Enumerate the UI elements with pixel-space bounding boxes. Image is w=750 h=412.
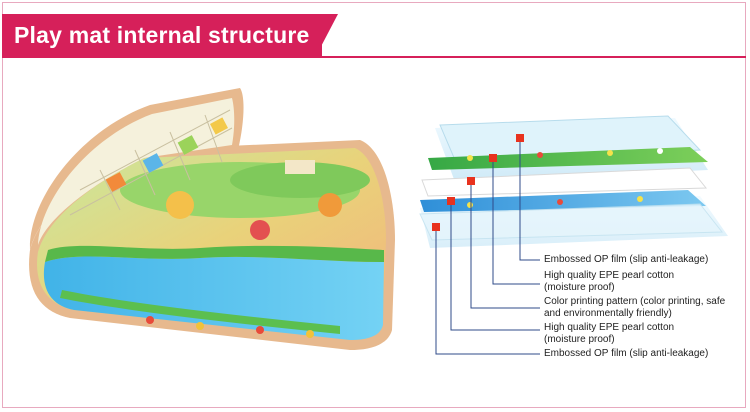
page-frame xyxy=(2,2,746,408)
layer-label-4: High quality EPE pearl cotton (moisture … xyxy=(544,322,674,346)
play-mat-image xyxy=(29,88,396,350)
layer-label-2-line1: High quality EPE pearl cotton xyxy=(544,270,675,281)
layer-label-4-line2: (moisture proof) xyxy=(544,334,615,345)
layer-label-4-line1: High quality EPE pearl cotton xyxy=(544,322,675,333)
leader-line-1 xyxy=(519,139,540,261)
layer-label-1: Embossed OP film (slip anti-leakage) xyxy=(544,254,708,266)
header-banner-notch xyxy=(316,14,338,56)
layer-markers xyxy=(432,134,524,231)
layer-label-2: High quality EPE pearl cotton (moisture … xyxy=(544,270,674,294)
page-title: Play mat internal structure xyxy=(14,22,310,48)
layer-label-3-line2: and environmentally friendly) xyxy=(544,308,672,319)
layer-marker-2 xyxy=(489,154,497,162)
leader-line-4 xyxy=(450,201,540,331)
leader-line-2 xyxy=(492,158,540,285)
layer-label-2-line2: (moisture proof) xyxy=(544,282,615,293)
layer-marker-5 xyxy=(432,223,440,231)
layer-stack-diagram xyxy=(419,115,728,248)
layer-marker-3 xyxy=(467,177,475,185)
layer-label-3: Color printing pattern (color printing, … xyxy=(544,296,725,320)
layer-marker-4 xyxy=(447,197,455,205)
layer-marker-1 xyxy=(516,134,524,142)
layer-label-3-line1: Color printing pattern (color printing, … xyxy=(544,296,726,307)
leader-line-3 xyxy=(470,181,540,309)
layer-label-5-line1: Embossed OP film (slip anti-leakage) xyxy=(544,348,709,359)
header-underline xyxy=(2,56,746,58)
layer-label-5: Embossed OP film (slip anti-leakage) xyxy=(544,348,708,360)
leader-line-5 xyxy=(435,227,540,355)
leader-lines xyxy=(435,139,540,355)
header-banner xyxy=(2,14,322,56)
layer-label-1-line1: Embossed OP film (slip anti-leakage) xyxy=(544,254,709,265)
